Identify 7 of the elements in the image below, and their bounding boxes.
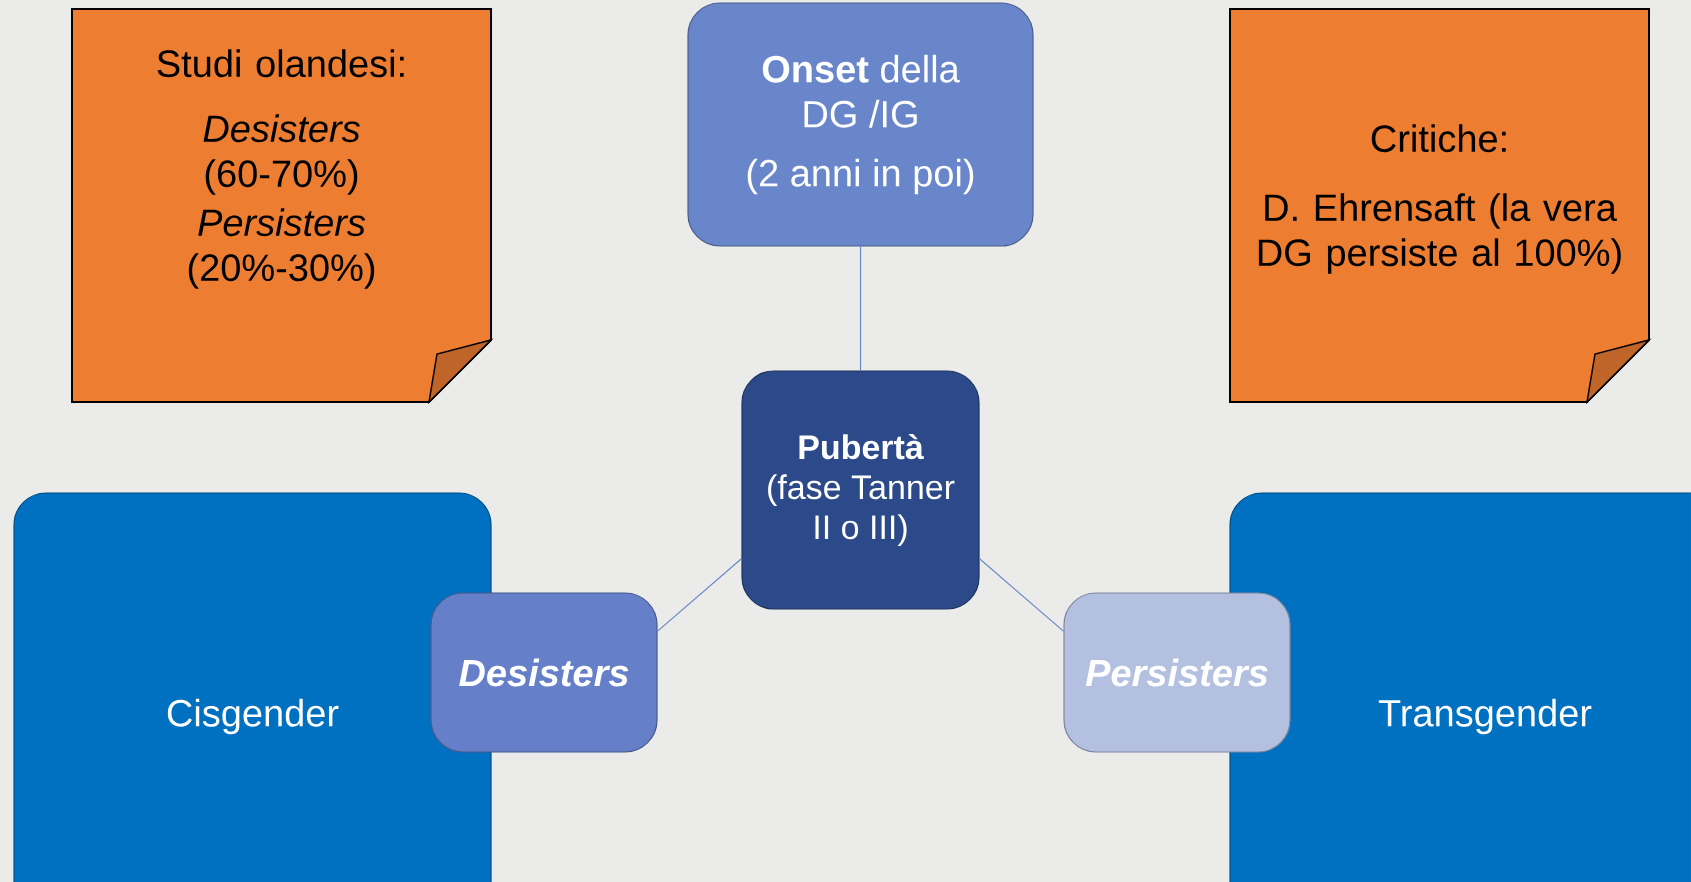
rounded-box: Onset della DG /IG (2 anni in poi) — [687, 2, 1034, 247]
connector-line — [859, 246, 862, 371]
rounded-box: Persisters — [1063, 592, 1291, 753]
rounded-box: Pubertà (fase Tanner II o III) — [741, 370, 980, 610]
rounded-box: Desisters — [430, 592, 658, 753]
connector-line — [657, 558, 742, 632]
connector-line — [979, 558, 1064, 632]
